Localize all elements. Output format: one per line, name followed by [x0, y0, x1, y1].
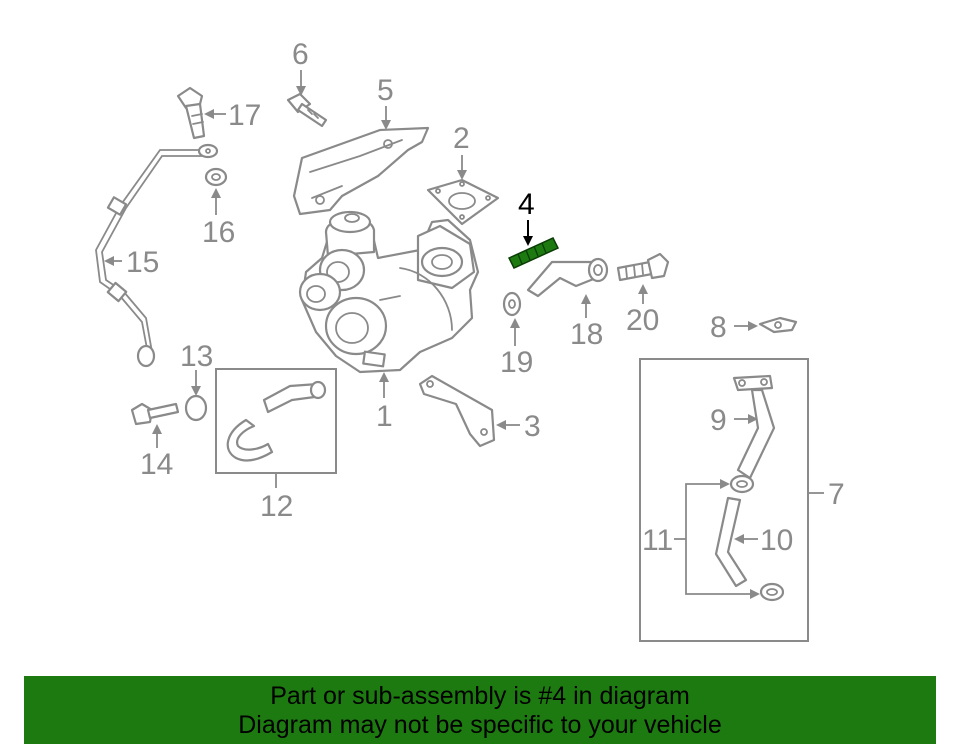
info-banner: Part or sub-assembly is #4 in diagram Di…	[24, 676, 936, 744]
callout-numbers: 1 2 3 4 5 6 7 8 9 10 11 12 13 14 15 16 1…	[126, 38, 845, 557]
callout-20: 20	[626, 304, 659, 337]
oil-line-part-15[interactable]	[95, 143, 219, 368]
callout-6: 6	[292, 38, 309, 71]
callout-10: 10	[760, 524, 793, 557]
pipe-part-18[interactable]	[526, 257, 609, 298]
gasket-part-2[interactable]	[426, 178, 500, 226]
sub-assembly-part-7[interactable]	[639, 358, 809, 642]
gasket-part-8[interactable]	[758, 316, 798, 334]
stud-part-4[interactable]	[507, 237, 560, 269]
leader-lines	[104, 70, 824, 599]
callout-9: 9	[710, 404, 727, 437]
callout-8: 8	[710, 311, 727, 344]
hose-part-10[interactable]	[714, 496, 748, 588]
callout-11: 11	[642, 524, 673, 557]
washer-part-19[interactable]	[502, 291, 522, 317]
callout-14: 14	[140, 448, 173, 481]
callout-18: 18	[570, 318, 603, 351]
washer-part-16[interactable]	[204, 167, 228, 187]
bolt-part-20[interactable]	[616, 252, 670, 282]
callout-5: 5	[377, 74, 394, 107]
banjo-bolt-part-17[interactable]	[176, 86, 206, 140]
hose-assembly-part-12[interactable]	[215, 368, 337, 474]
callout-17: 17	[228, 99, 261, 132]
callout-13: 13	[180, 340, 213, 373]
turbocharger-part-1[interactable]	[298, 210, 480, 374]
callout-2: 2	[453, 122, 470, 155]
banner-line-1: Part or sub-assembly is #4 in diagram	[270, 682, 690, 710]
bolt-part-6[interactable]	[286, 92, 328, 128]
clamps-part-11[interactable]	[729, 474, 785, 602]
bracket-part-3[interactable]	[418, 374, 496, 448]
callout-19: 19	[500, 346, 533, 379]
callout-7: 7	[828, 478, 845, 511]
callout-12: 12	[260, 490, 293, 523]
callout-15: 15	[126, 246, 159, 279]
callout-3: 3	[524, 410, 541, 443]
heat-shield-part-5[interactable]	[292, 126, 430, 216]
callout-1: 1	[376, 400, 393, 433]
leader-line-4	[523, 220, 533, 246]
callout-4: 4	[518, 188, 535, 221]
pipe-part-9[interactable]	[732, 374, 776, 480]
bolt-part-14[interactable]	[130, 402, 180, 426]
banner-line-2: Diagram may not be specific to your vehi…	[238, 711, 722, 739]
callout-16: 16	[202, 216, 235, 249]
o-ring-part-13[interactable]	[184, 394, 208, 422]
